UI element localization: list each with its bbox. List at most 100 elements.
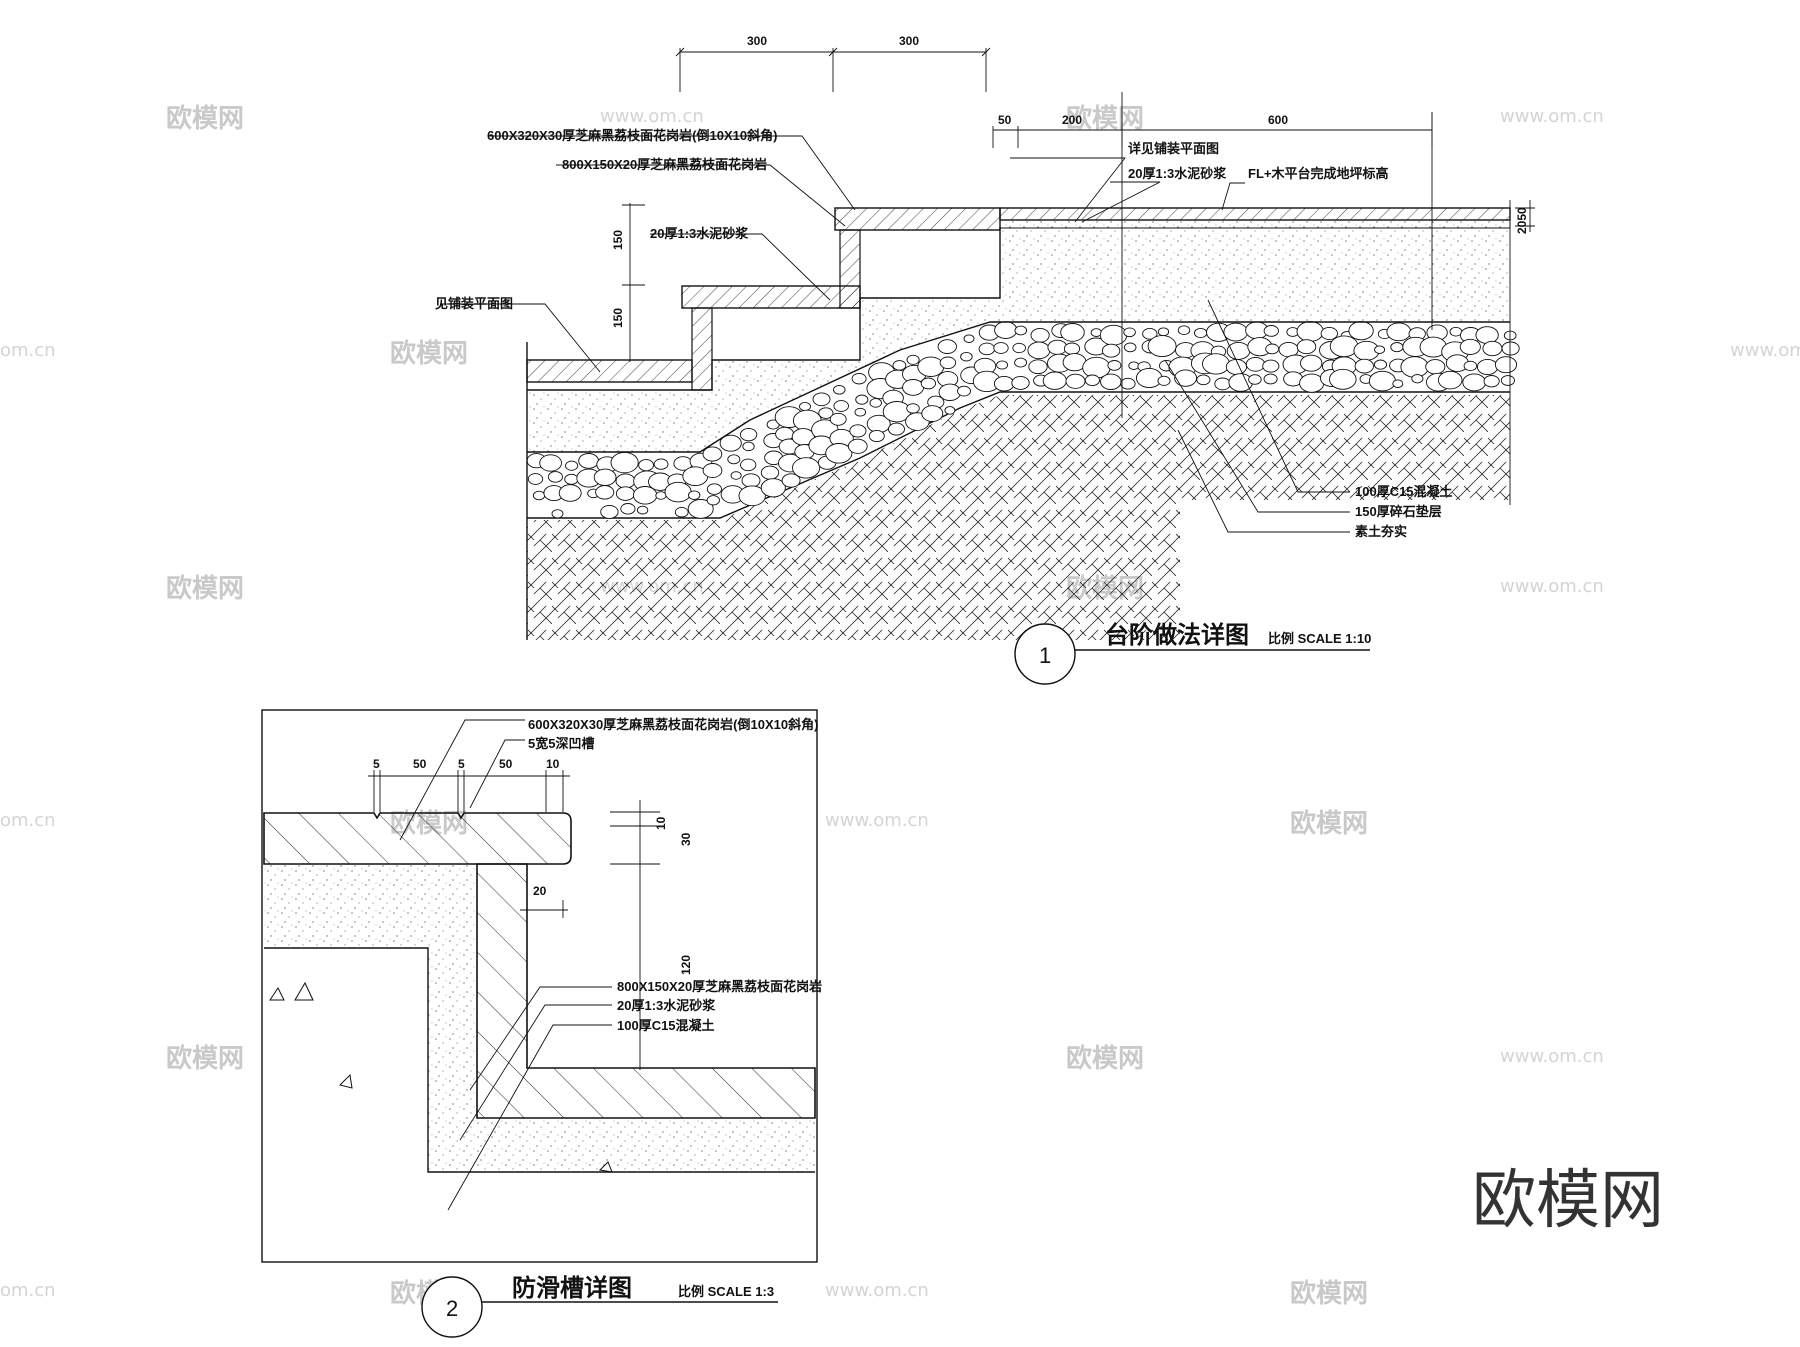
watermark-url: www.om.cn (1500, 1046, 1604, 1067)
gravel-stone (636, 505, 649, 515)
gravel-stone (1174, 369, 1198, 387)
label-deck-level: FL+木平台完成地坪标高 (1248, 166, 1388, 181)
watermark-logo: 欧模网 (166, 103, 244, 134)
dim-label: 600 (1268, 113, 1288, 127)
gravel-stone (1084, 374, 1100, 387)
dim-label: 2050 (1515, 207, 1529, 234)
gravel-stone (851, 372, 867, 385)
gravel-stone (917, 356, 945, 377)
label-tread-stone: 600X320X30厚芝麻黑荔枝面花岗岩(倒10X10斜角) (528, 717, 818, 732)
gravel-stone (1437, 370, 1463, 390)
gravel-stone (833, 385, 846, 395)
gravel-layer (526, 321, 1520, 519)
gravel-stone (1100, 373, 1122, 390)
gravel-stone (1011, 375, 1030, 390)
watermark-url: om.cn (0, 340, 56, 361)
gravel-stone (653, 458, 669, 470)
gravel-stone (615, 473, 636, 489)
label-gravel: 150厚碎石垫层 (1355, 504, 1442, 519)
gravel-stone (1476, 358, 1499, 376)
label-groove: 5宽5深凹槽 (528, 736, 594, 751)
gravel-stone (1459, 338, 1481, 355)
gravel-stone (664, 481, 692, 503)
gravel-stone (1042, 371, 1067, 390)
watermark-url: www.om.cn (825, 810, 929, 831)
riser-stone (691, 307, 713, 391)
soil-layer (527, 395, 1510, 640)
dimension-right-edge: 2050 (1515, 200, 1535, 234)
gravel-stone (741, 473, 761, 488)
watermark-logo: 欧模网 (390, 338, 468, 369)
gravel-stone (825, 443, 853, 464)
gravel-stone (1157, 375, 1171, 386)
gravel-stone (1099, 324, 1128, 346)
gravel-stone (818, 407, 834, 419)
middle-tread-stone (681, 285, 861, 309)
gravel-stone (615, 486, 636, 501)
gravel-stone (738, 485, 766, 507)
gravel-stone (1028, 359, 1048, 375)
watermark-url: om.cn (0, 810, 56, 831)
gravel-stone (558, 484, 582, 502)
detail-2-groove-section: 5 50 5 50 10 10 30 120 20 (261, 709, 822, 1338)
gravel-stone (993, 375, 1015, 392)
gravel-stone (593, 468, 617, 486)
gravel-stone (610, 451, 639, 474)
dim-label: 300 (747, 34, 767, 48)
label-riser-stone: 800X150X20厚芝麻黑荔枝面花岗岩 (562, 157, 767, 172)
gravel-stone (1348, 321, 1374, 341)
gravel-stone (1135, 367, 1163, 389)
watermark-logo: 欧模网 (166, 1043, 244, 1074)
gravel-stone (1202, 353, 1230, 375)
watermark-logo: 欧模网 (1066, 103, 1144, 134)
gravel-stone (702, 463, 723, 478)
dim-label: 50 (413, 757, 427, 771)
gravel-top-line (527, 321, 1510, 453)
dimension-top: 300 300 (675, 34, 991, 92)
label-mortar: 20厚1:3水泥砂浆 (1128, 166, 1227, 181)
watermark-layer: 欧模网 欧模网 www.om.cn www.om.cn 欧模网 om.cn ww… (0, 103, 1800, 1309)
detail-title: 台阶做法详图 (1105, 621, 1249, 649)
gravel-stone (994, 321, 1018, 339)
gravel-stone (595, 485, 615, 500)
gravel-stone (1320, 326, 1338, 341)
gravel-stone (1449, 326, 1463, 337)
gravel-stone (1463, 360, 1478, 372)
gravel-stone (1226, 341, 1251, 360)
gravel-stone (812, 392, 831, 407)
watermark-url: www.om.cn (1500, 106, 1604, 127)
gravel-stone (539, 454, 562, 472)
dim-label: 5 (373, 757, 380, 771)
dim-label: 10 (654, 816, 668, 830)
dimension-inner: 20 (520, 884, 568, 918)
gravel-stone (829, 412, 847, 426)
lower-tread-stone (526, 359, 693, 383)
label-paving-ref: 见铺装平面图 (435, 296, 513, 311)
dim-label: 5 (458, 757, 465, 771)
gravel-stone (1177, 325, 1191, 336)
detail-scale: 比例 SCALE 1:10 (1268, 631, 1371, 646)
riser-stone (839, 229, 861, 309)
gravel-stone (1263, 325, 1279, 337)
gravel-stone (688, 490, 701, 500)
gravel-stone (1027, 341, 1051, 360)
gravel-stone (1501, 341, 1520, 356)
gravel-stone (600, 504, 619, 519)
label-paving-ref: 详见铺装平面图 (1128, 141, 1219, 156)
gravel-stone (687, 499, 714, 519)
dim-label: 200 (1062, 113, 1082, 127)
gravel-stone (1142, 327, 1158, 340)
gravel-stone (799, 401, 811, 412)
gravel-stone (996, 360, 1009, 370)
gravel-stone (1425, 359, 1446, 375)
gravel-stone (1475, 326, 1499, 344)
gravel-stone (1128, 361, 1140, 370)
label-mortar: 20厚1:3水泥砂浆 (617, 998, 716, 1013)
gravel-stone (674, 506, 689, 518)
riser-stone (476, 863, 816, 1119)
concrete-triangles (269, 981, 613, 1173)
dim-label: 50 (998, 113, 1012, 127)
gravel-stone (1373, 359, 1388, 370)
gravel-stone (1248, 374, 1262, 385)
